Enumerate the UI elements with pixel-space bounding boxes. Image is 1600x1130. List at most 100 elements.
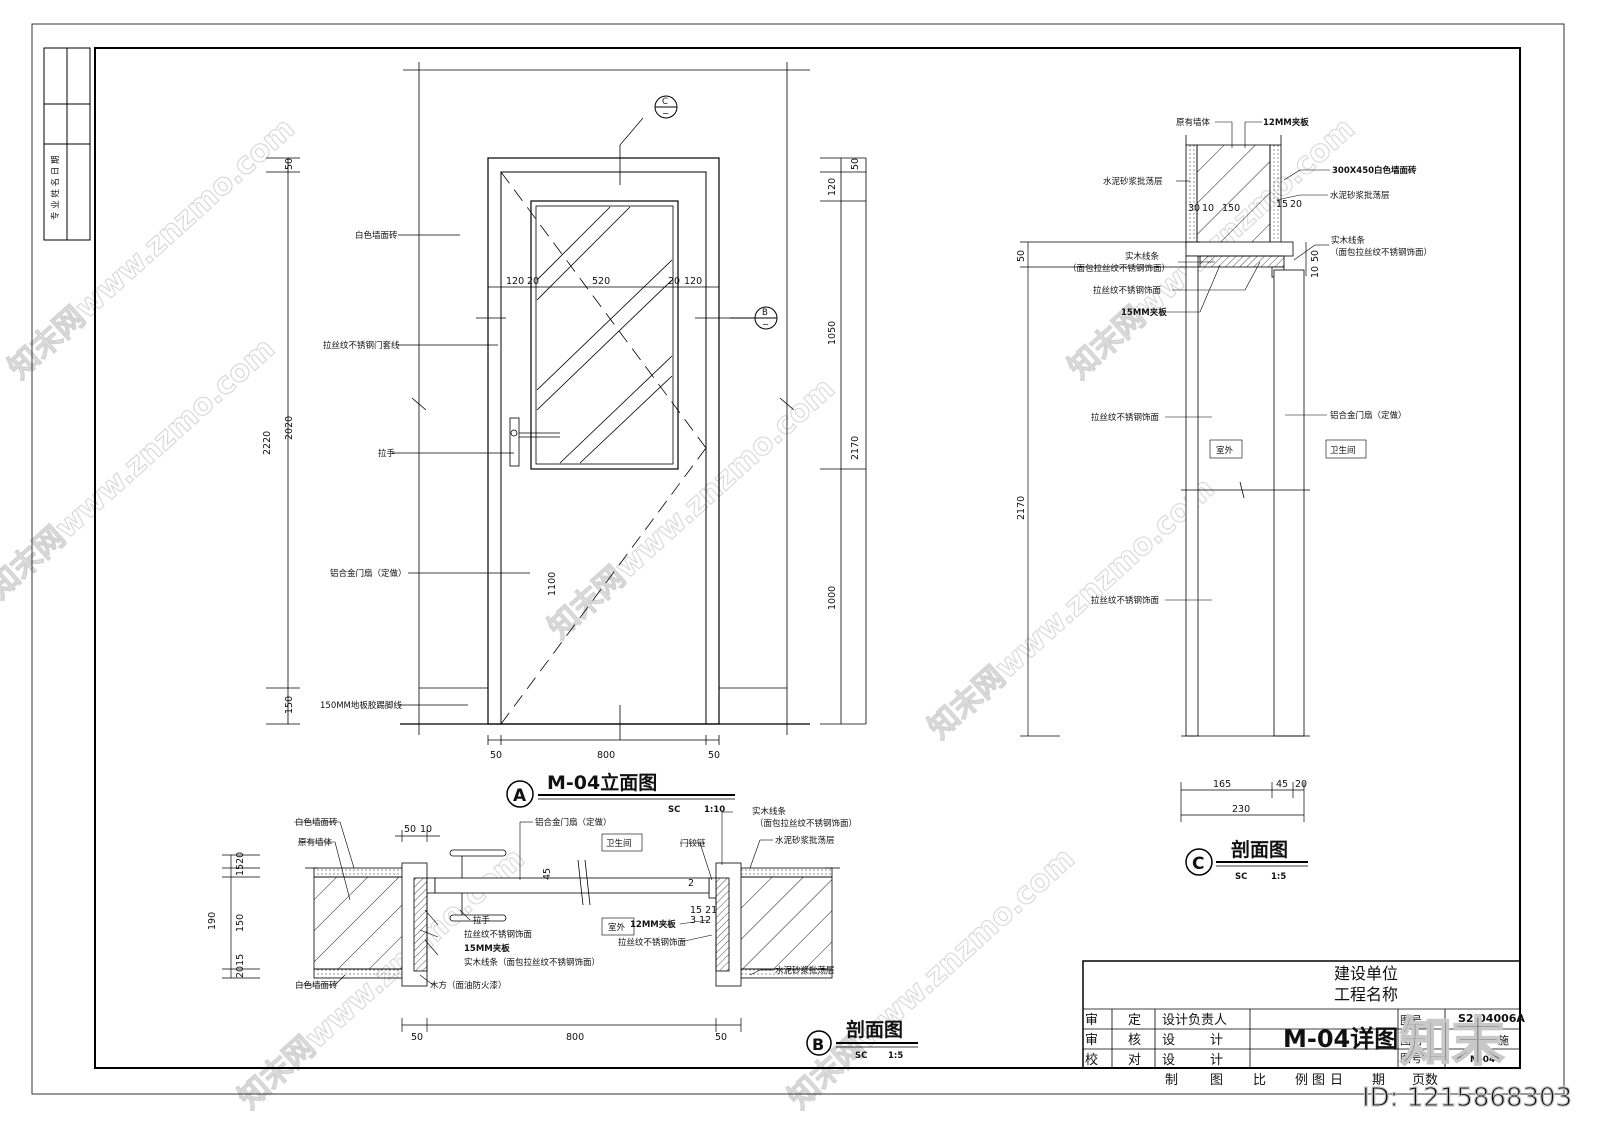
svg-text:50: 50 [715, 1032, 727, 1043]
label-handle: 拉手 [378, 448, 396, 459]
svg-text:20: 20 [1295, 779, 1307, 790]
svg-text:SC: SC [1235, 872, 1247, 882]
inner-border [94, 47, 1521, 1069]
label-skirting: 150MM地板胶踢脚线 [320, 700, 402, 711]
svg-text:图号: 图号 [1400, 1014, 1422, 1027]
svg-text:C: C [662, 97, 668, 107]
svg-text:实木线条: 实木线条 [1331, 235, 1366, 246]
svg-text:190: 190 [207, 912, 218, 930]
svg-text:2170: 2170 [1016, 496, 1027, 520]
svg-text:2020: 2020 [284, 416, 295, 440]
svg-text:（面包拉丝纹不锈钢饰面）: （面包拉丝纹不锈钢饰面） [755, 818, 857, 829]
svg-text:10: 10 [1310, 266, 1321, 278]
section-c-leaders [1163, 121, 1330, 601]
svg-text:铝合金门扇（定做）: 铝合金门扇（定做） [1330, 410, 1407, 421]
svg-text:工程名称: 工程名称 [1334, 985, 1398, 1004]
svg-text:期: 期 [1372, 1073, 1385, 1088]
svg-text:实木线条: 实木线条 [1125, 251, 1160, 262]
svg-text:1:5: 1:5 [1271, 872, 1286, 882]
svg-text:1100: 1100 [547, 572, 558, 596]
left-strip: 专 业 姓 名 日 期 [43, 47, 91, 241]
svg-text:页数: 页数 [1412, 1073, 1438, 1088]
svg-text:原有墙体: 原有墙体 [1176, 117, 1211, 128]
svg-text:30: 30 [1188, 203, 1200, 214]
svg-text:铝合金门扇（定做）: 铝合金门扇（定做） [535, 817, 612, 828]
svg-text:拉丝纹不锈钢饰面: 拉丝纹不锈钢饰面 [1093, 285, 1162, 296]
svg-text:C: C [1192, 854, 1204, 874]
svg-text:原有墙体: 原有墙体 [298, 837, 333, 848]
outer-border [31, 23, 1565, 1095]
watermark-text-2: 知末网www.znzmo.com [542, 371, 842, 646]
svg-text:水泥砂浆批荡层: 水泥砂浆批荡层 [1330, 190, 1390, 201]
svg-text:50: 50 [708, 750, 720, 761]
svg-text:12MM夹板: 12MM夹板 [630, 919, 676, 930]
svg-text:A: A [513, 786, 527, 806]
svg-text:卫生间: 卫生间 [606, 838, 632, 849]
label-white-tile: 白色墙面砖 [355, 230, 398, 241]
plan-section-labels: 白色墙面砖 原有墙体 铝合金门扇（定做） 卫生间 室外 门铰链 实木线条 （面包… [295, 806, 857, 991]
svg-text:1520: 1520 [235, 852, 246, 876]
svg-text:门铰链: 门铰链 [680, 838, 706, 849]
svg-text:剖面图: 剖面图 [846, 1018, 903, 1041]
svg-text:室外: 室外 [608, 922, 626, 933]
elevation-labels: 白色墙面砖 拉丝纹不锈钢门套线 拉手 铝合金门扇（定做） 150MM地板胶踢脚线 [320, 230, 407, 711]
svg-text:知末: 知末 [1400, 1013, 1504, 1073]
svg-text:2: 2 [688, 878, 694, 889]
svg-text:120: 120 [506, 276, 524, 287]
svg-text:50: 50 [404, 824, 416, 835]
title-block [1082, 960, 1521, 1069]
svg-text:800: 800 [597, 750, 615, 761]
elevation-dims [266, 157, 867, 745]
svg-text:12MM夹板: 12MM夹板 [1263, 117, 1309, 128]
svg-text:拉丝纹不锈钢饰面: 拉丝纹不锈钢饰面 [1091, 595, 1160, 606]
watermark-logo: 知末 ID: 1215868303 [1361, 1012, 1572, 1114]
svg-text:S2-04006A: S2-04006A [1458, 1012, 1525, 1025]
watermark-id: ID: 1215868303 [1362, 1083, 1572, 1113]
svg-text:1:5: 1:5 [888, 1051, 903, 1061]
svg-text:白色墙面砖: 白色墙面砖 [295, 980, 338, 991]
svg-text:校: 校 [1085, 1052, 1098, 1068]
svg-text:拉丝纹不锈钢饰面: 拉丝纹不锈钢饰面 [464, 929, 533, 940]
svg-text:施: 施 [1498, 1034, 1509, 1047]
svg-text:计: 计 [1210, 1033, 1223, 1048]
elevation-leaders [392, 117, 644, 706]
svg-text:SC: SC [668, 805, 680, 815]
svg-text:核: 核 [1128, 1033, 1141, 1048]
svg-text:M-04立面图: M-04立面图 [547, 771, 657, 794]
svg-text:SC: SC [855, 1051, 867, 1061]
plan-section-dims [222, 830, 742, 1032]
svg-text:实木线条（面包拉丝纹不锈钢饰面）: 实木线条（面包拉丝纹不锈钢饰面） [464, 957, 600, 968]
svg-text:制: 制 [1165, 1073, 1178, 1088]
svg-text:800: 800 [566, 1032, 584, 1043]
svg-text:2015: 2015 [235, 954, 246, 978]
title-elevation: A M-04立面图 SC 1:10 [506, 771, 735, 815]
svg-text:1:10: 1:10 [704, 805, 725, 815]
svg-text:设计负责人: 设计负责人 [1162, 1013, 1227, 1028]
svg-text:（面包拉丝纹不锈钢饰面）: （面包拉丝纹不锈钢饰面） [1068, 263, 1170, 274]
svg-text:M-04: M-04 [1470, 1055, 1495, 1065]
svg-text:15 21: 15 21 [690, 905, 717, 916]
svg-text:比: 比 [1253, 1073, 1266, 1088]
svg-text:230: 230 [1232, 804, 1250, 815]
svg-text:图别: 图别 [1400, 1034, 1422, 1047]
svg-text:2220: 2220 [262, 431, 273, 455]
svg-text:白色墙面砖: 白色墙面砖 [295, 817, 338, 828]
svg-text:B: B [762, 308, 768, 318]
svg-text:50: 50 [850, 158, 861, 170]
svg-text:定: 定 [1128, 1013, 1141, 1028]
svg-text:拉手: 拉手 [473, 915, 491, 926]
svg-text:−: − [662, 109, 669, 119]
left-strip-label: 专 业 姓 名 日 期 [50, 155, 61, 220]
svg-text:木方（面油防火漆）: 木方（面油防火漆） [430, 980, 507, 991]
svg-text:实木线条: 实木线条 [752, 806, 787, 817]
svg-text:水泥砂浆批荡层: 水泥砂浆批荡层 [1103, 176, 1163, 187]
svg-text:图: 图 [1210, 1073, 1223, 1088]
svg-text:−: − [762, 320, 769, 330]
svg-text:建设单位: 建设单位 [1334, 964, 1398, 983]
svg-text:20: 20 [1290, 199, 1302, 210]
svg-text:水泥砂浆批荡层: 水泥砂浆批荡层 [775, 965, 835, 976]
svg-text:2170: 2170 [850, 436, 861, 460]
plan-section-view [305, 849, 840, 987]
svg-text:15MM夹板: 15MM夹板 [1121, 307, 1167, 318]
svg-text:150: 150 [1222, 203, 1240, 214]
